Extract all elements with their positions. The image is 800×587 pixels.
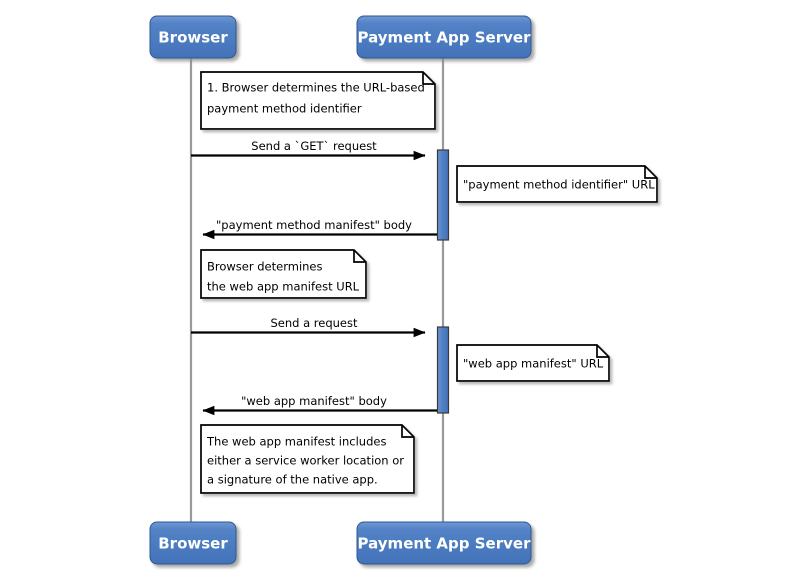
activation-bar-payment-app-server-1 (436, 149, 450, 241)
note-line: Browser determines (207, 260, 323, 274)
participant-box (149, 521, 237, 565)
participant-box (356, 15, 532, 59)
note-shape (456, 344, 610, 382)
note-browser-determines-manifest-url: Browser determines the web app manifest … (200, 249, 367, 299)
participant-box (149, 15, 237, 59)
note-web-app-manifest-url: "web app manifest" URL (456, 344, 610, 382)
message-send-get-request: Send a `GET` request (191, 139, 426, 161)
message-payment-method-manifest-body: "payment method manifest" body (202, 218, 437, 240)
participant-browser-header[interactable]: Browser (149, 15, 237, 59)
note-payment-method-identifier-url: "payment method identifier" URL (456, 165, 658, 203)
note-shape (200, 424, 415, 494)
message-web-app-manifest-body: "web app manifest" body (202, 394, 437, 416)
note-shape (456, 165, 658, 203)
note-line: either a service worker location or (207, 454, 404, 468)
note-fold-icon (596, 345, 609, 358)
note-line: The web app manifest includes (206, 435, 386, 449)
message-label: Send a `GET` request (251, 139, 377, 153)
note-fold-icon (422, 72, 435, 85)
participant-label: Browser (158, 535, 228, 553)
note-url-based-identifier: 1. Browser determines the URL-based paym… (200, 71, 436, 130)
participant-payment-app-server-footer[interactable]: Payment App Server (356, 521, 532, 565)
participant-label: Payment App Server (358, 29, 532, 47)
note-line: payment method identifier (207, 102, 362, 116)
note-fold-icon (644, 166, 657, 179)
lifeline-group (189, 58, 445, 522)
note-manifest-includes: The web app manifest includes either a s… (200, 424, 415, 494)
note-line: a signature of the native app. (207, 473, 378, 487)
message-label: "web app manifest" body (241, 394, 387, 408)
activation-bar-payment-app-server-2 (436, 326, 450, 414)
message-send-a-request: Send a request (191, 316, 426, 338)
note-fold-icon (401, 425, 414, 438)
participant-payment-app-server-header[interactable]: Payment App Server (356, 15, 532, 59)
message-label: Send a request (270, 316, 358, 330)
participant-box (356, 521, 532, 565)
note-shape (200, 249, 367, 299)
participant-label: Payment App Server (358, 535, 532, 553)
message-label: "payment method manifest" body (216, 218, 412, 232)
participant-label: Browser (158, 29, 228, 47)
participant-browser-footer[interactable]: Browser (149, 521, 237, 565)
note-shape (200, 71, 436, 130)
note-line: "web app manifest" URL (463, 357, 604, 371)
note-line: "payment method identifier" URL (463, 178, 655, 192)
note-line: 1. Browser determines the URL-based (207, 81, 425, 95)
note-fold-icon (353, 250, 366, 263)
note-line: the web app manifest URL (207, 280, 360, 294)
